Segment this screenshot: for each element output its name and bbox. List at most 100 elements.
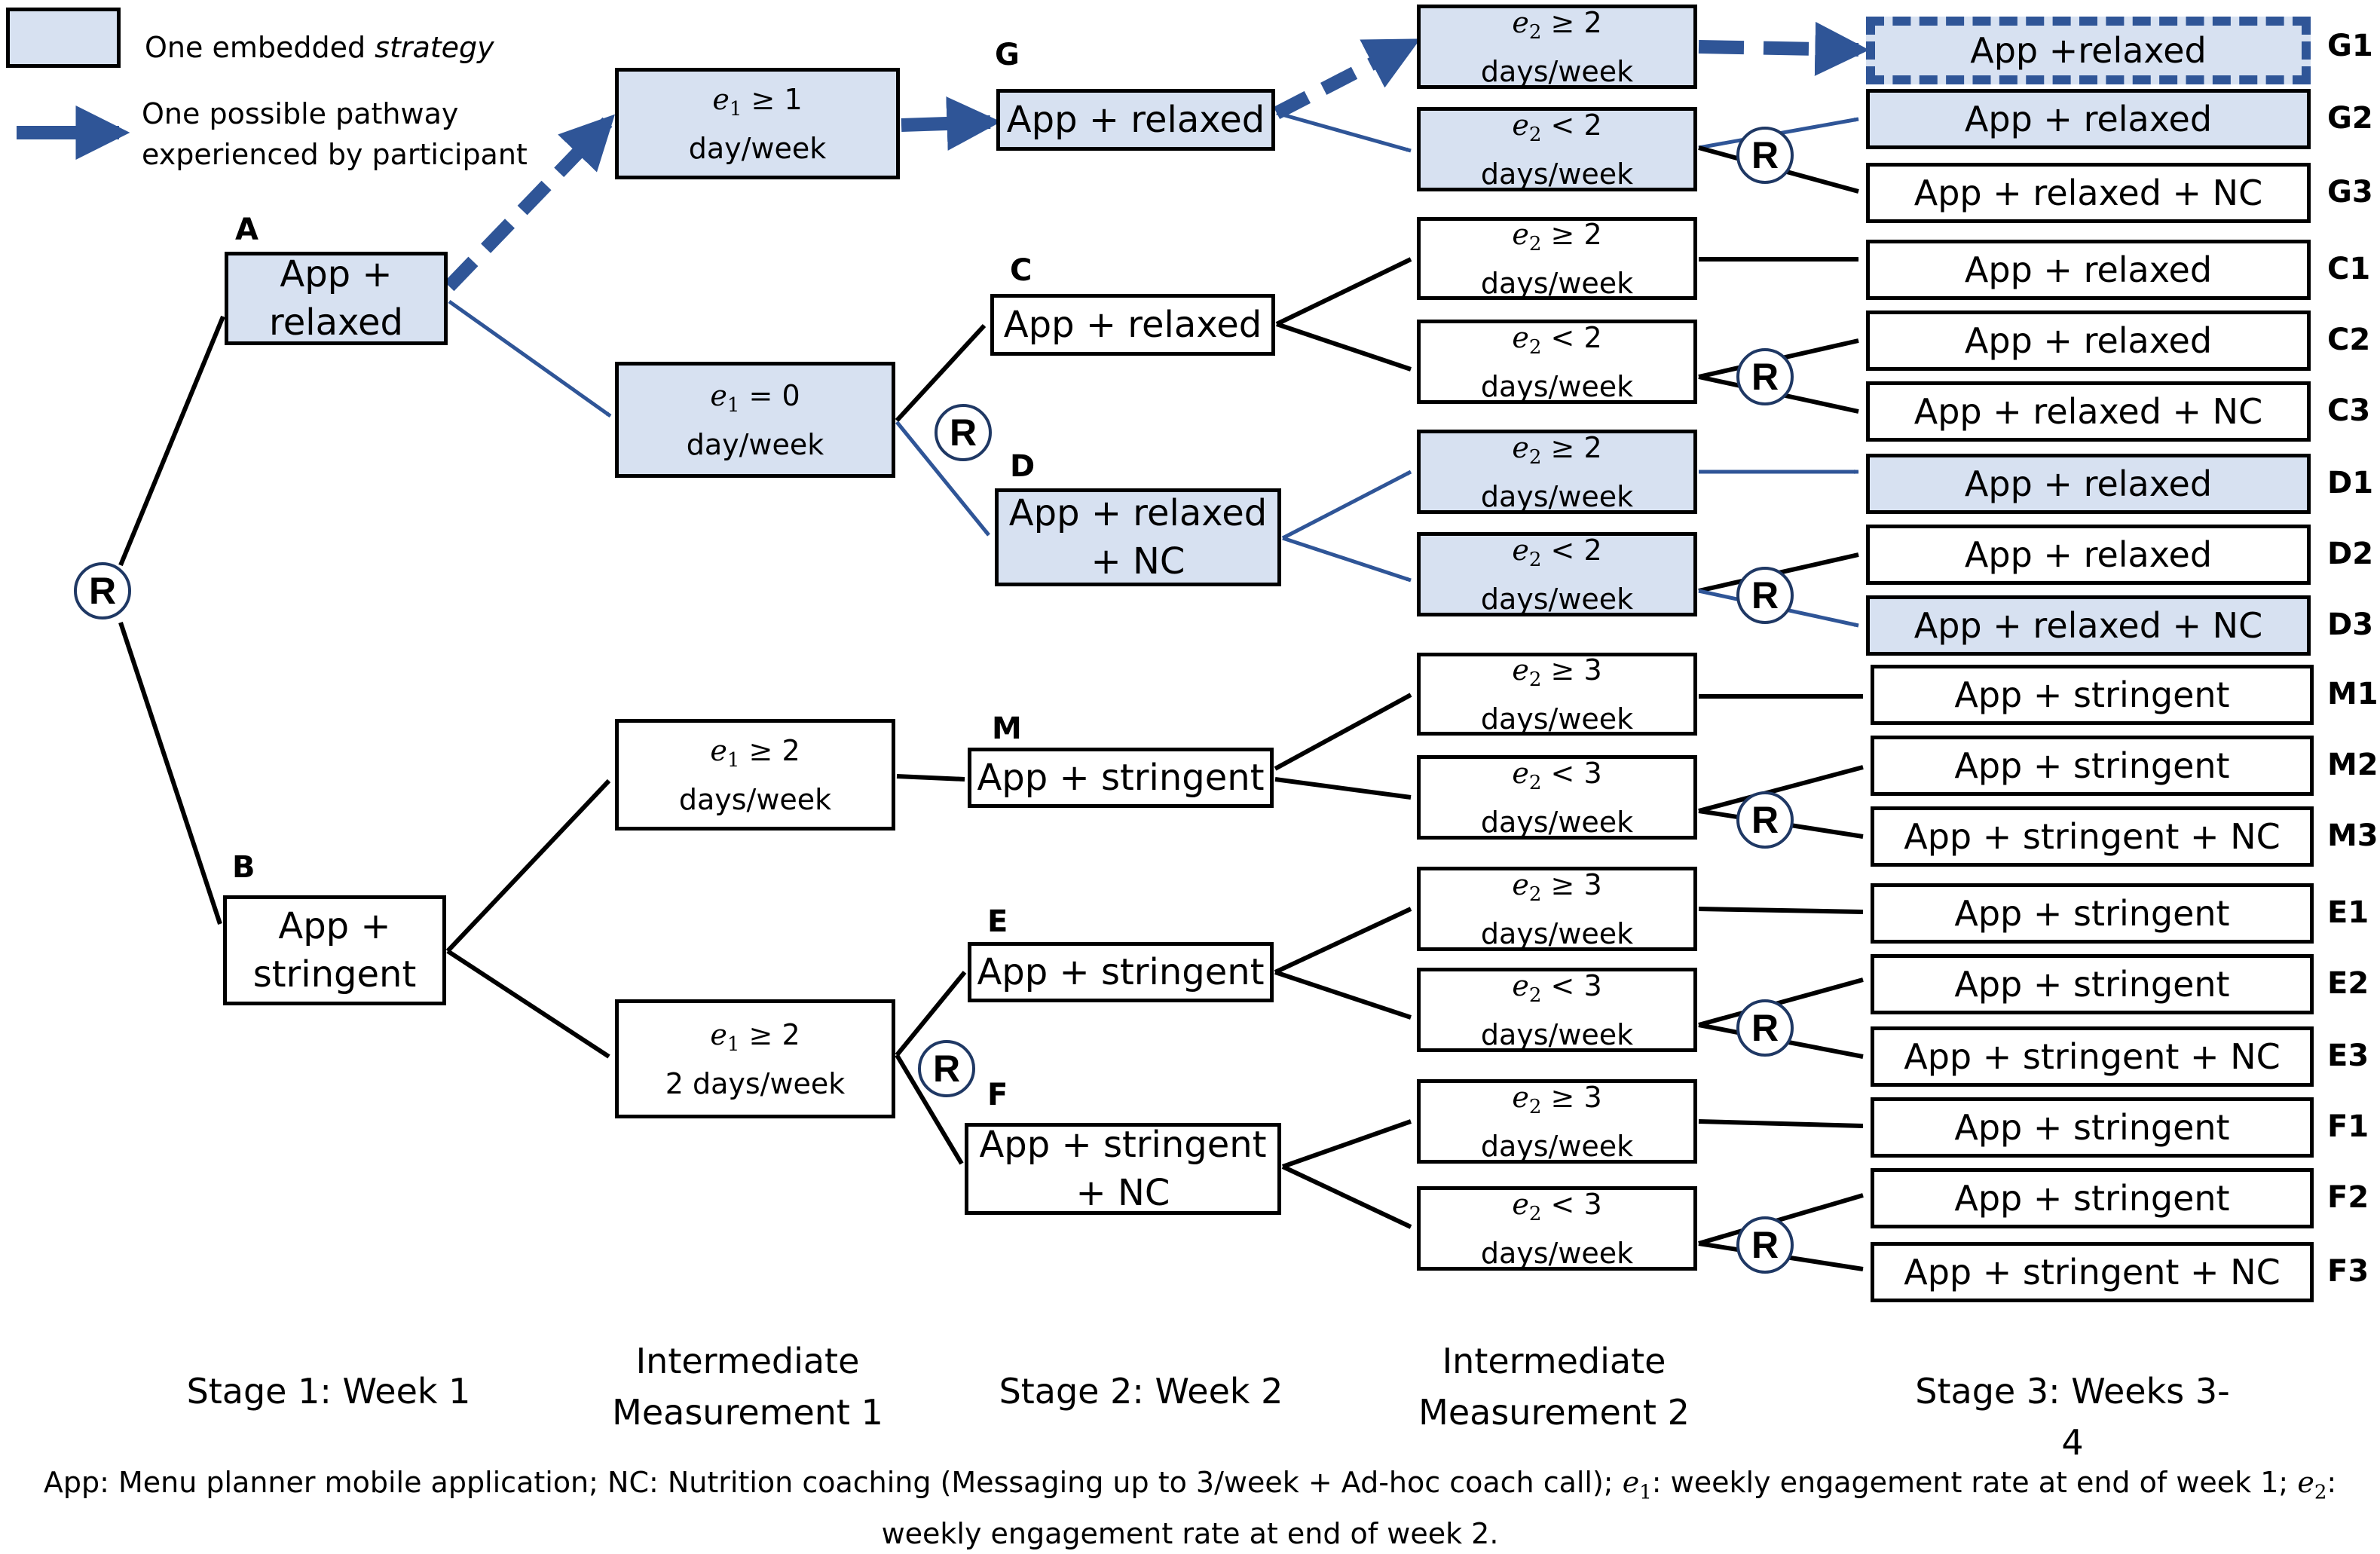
randomization-node-g: R: [1736, 127, 1794, 184]
stage2-box-d: App + relaxed + NC: [995, 488, 1281, 586]
im1-box-4: e1 ≥ 2 2 days/week: [615, 999, 895, 1118]
stage3-box-c2: App + relaxed: [1866, 310, 2311, 371]
im2-condition: e2 ≥ 3: [1512, 653, 1602, 691]
stage2-g-text: App + relaxed: [1006, 99, 1265, 141]
stage3-code-d1: D1: [2327, 466, 2374, 500]
stage3-text: App + stringent: [1954, 675, 2230, 715]
stage1-b-line2: stringent: [252, 953, 417, 996]
edge-im1-2-c: [895, 323, 987, 423]
edge-e-im2-10: [1274, 970, 1412, 1020]
im2-box-7: e2 ≥ 3 days/week: [1417, 653, 1697, 736]
im2-condition: e2 ≥ 3: [1512, 1080, 1602, 1118]
stage2-d-line2: + NC: [1091, 540, 1185, 583]
randomization-node-f: R: [1736, 1216, 1794, 1274]
stage3-text: App + stringent: [1954, 1178, 2230, 1219]
stage3-box-f2: App + stringent: [1871, 1168, 2314, 1228]
stage3-code-g3: G3: [2327, 175, 2373, 210]
strategy-label-f: F: [987, 1078, 1008, 1112]
edge-r-a: [118, 315, 225, 567]
stage3-code-g1: G1: [2327, 29, 2373, 63]
stage2-box-f: App + stringent + NC: [965, 1123, 1281, 1215]
im1-4-condition: e1 ≥ 2: [710, 1017, 800, 1056]
stage3-code-d3: D3: [2327, 607, 2374, 642]
im2-unit: days/week: [1480, 479, 1634, 513]
im1-2-unit: day/week: [686, 427, 824, 461]
stage2-d-line1: App + relaxed: [1008, 492, 1268, 534]
im1-1-unit: day/week: [688, 131, 827, 165]
stage2-f-line2: + NC: [1075, 1172, 1170, 1214]
stage3-box-g2: App + relaxed: [1866, 89, 2311, 149]
edge-f-im2-11: [1282, 1119, 1412, 1169]
strategy-label-b: B: [232, 850, 255, 885]
im2-unit: days/week: [1480, 805, 1634, 839]
stage3-text: App + stringent: [1954, 893, 2230, 934]
stage3-box-d3: App + relaxed + NC: [1866, 595, 2311, 656]
stage3-box-m1: App + stringent: [1871, 665, 2314, 725]
stage3-code-e2: E2: [2327, 966, 2369, 1001]
randomization-node-c: R: [1736, 348, 1794, 405]
stage3-code-m3: M3: [2327, 818, 2378, 853]
strategy-label-e: E: [987, 904, 1008, 939]
randomization-node-im1: R: [935, 404, 992, 461]
stage3-box-e1: App + stringent: [1871, 883, 2314, 944]
im2-condition: e2 ≥ 2: [1512, 430, 1602, 469]
stage2-box-c: App + relaxed: [990, 294, 1275, 356]
stage3-code-e1: E1: [2327, 895, 2369, 930]
stage3-box-d2: App + relaxed: [1866, 525, 2311, 585]
stage3-text: App + relaxed: [1964, 534, 2213, 575]
edge-c-im2-3: [1275, 257, 1412, 326]
im2-condition: e2 ≥ 3: [1512, 867, 1602, 906]
im1-2-condition: e1 = 0: [710, 378, 800, 417]
im1-box-1: e1 ≥ 1 day/week: [615, 68, 900, 179]
stage3-box-e3: App + stringent + NC: [1871, 1026, 2314, 1087]
im1-box-3: e1 ≥ 2 days/week: [615, 719, 895, 831]
im2-unit: days/week: [1480, 702, 1634, 736]
strategy-label-a: A: [235, 213, 258, 247]
edge-b-im1-4: [446, 949, 610, 1059]
im2-unit: days/week: [1480, 916, 1634, 950]
edge-im2-10-e2: [1698, 977, 1864, 1027]
stage3-text: App +relaxed: [1970, 30, 2207, 71]
stage3-text: App + stringent + NC: [1904, 816, 2281, 857]
stage3-code-e3: E3: [2327, 1039, 2369, 1073]
im2-condition: e2 < 2: [1512, 533, 1602, 571]
legend-strategy-swatch: [6, 8, 121, 68]
im2-condition: e2 ≥ 2: [1512, 217, 1602, 255]
stage3-text: App + relaxed: [1964, 463, 2213, 504]
stage3-code-d2: D2: [2327, 537, 2374, 571]
edge-im2-9-e1: [1698, 907, 1864, 914]
im2-box-11: e2 ≥ 3 days/week: [1417, 1079, 1697, 1164]
edge-e-im2-9: [1274, 907, 1412, 974]
edge-im2-12-f2: [1698, 1193, 1864, 1246]
edge-g-im2-1: [1273, 38, 1421, 119]
stage3-box-f3: App + stringent + NC: [1871, 1242, 2314, 1302]
strategy-label-c: C: [1010, 253, 1032, 288]
stage3-text: App + relaxed: [1964, 99, 2213, 139]
stage2-f-line1: App + stringent: [979, 1124, 1267, 1166]
edge-im2-11-f1: [1698, 1119, 1864, 1128]
im1-3-unit: days/week: [678, 782, 832, 816]
footnote: App: Menu planner mobile application; NC…: [43, 1466, 2337, 1550]
randomization-node-root: R: [74, 562, 131, 619]
stage-label-stage1: Stage 1: Week 1: [186, 1371, 471, 1412]
im2-box-5: e2 ≥ 2 days/week: [1417, 430, 1697, 514]
stage3-code-c2: C2: [2327, 323, 2371, 357]
randomization-node-m: R: [1736, 791, 1794, 849]
im1-4-unit: 2 days/week: [665, 1066, 846, 1100]
stage3-text: App + stringent: [1954, 1107, 2230, 1148]
stage3-box-m2: App + stringent: [1871, 736, 2314, 796]
strategy-label-g: G: [995, 38, 1020, 72]
im2-condition: e2 < 3: [1512, 1187, 1602, 1225]
stage3-text: App + relaxed + NC: [1913, 391, 2263, 432]
edge-f-im2-12: [1281, 1164, 1412, 1229]
stage3-code-g2: G2: [2327, 101, 2373, 136]
stage3-code-f1: F1: [2327, 1109, 2369, 1144]
im2-unit: days/week: [1480, 1129, 1634, 1163]
stage3-box-c1: App + relaxed: [1866, 240, 2311, 300]
